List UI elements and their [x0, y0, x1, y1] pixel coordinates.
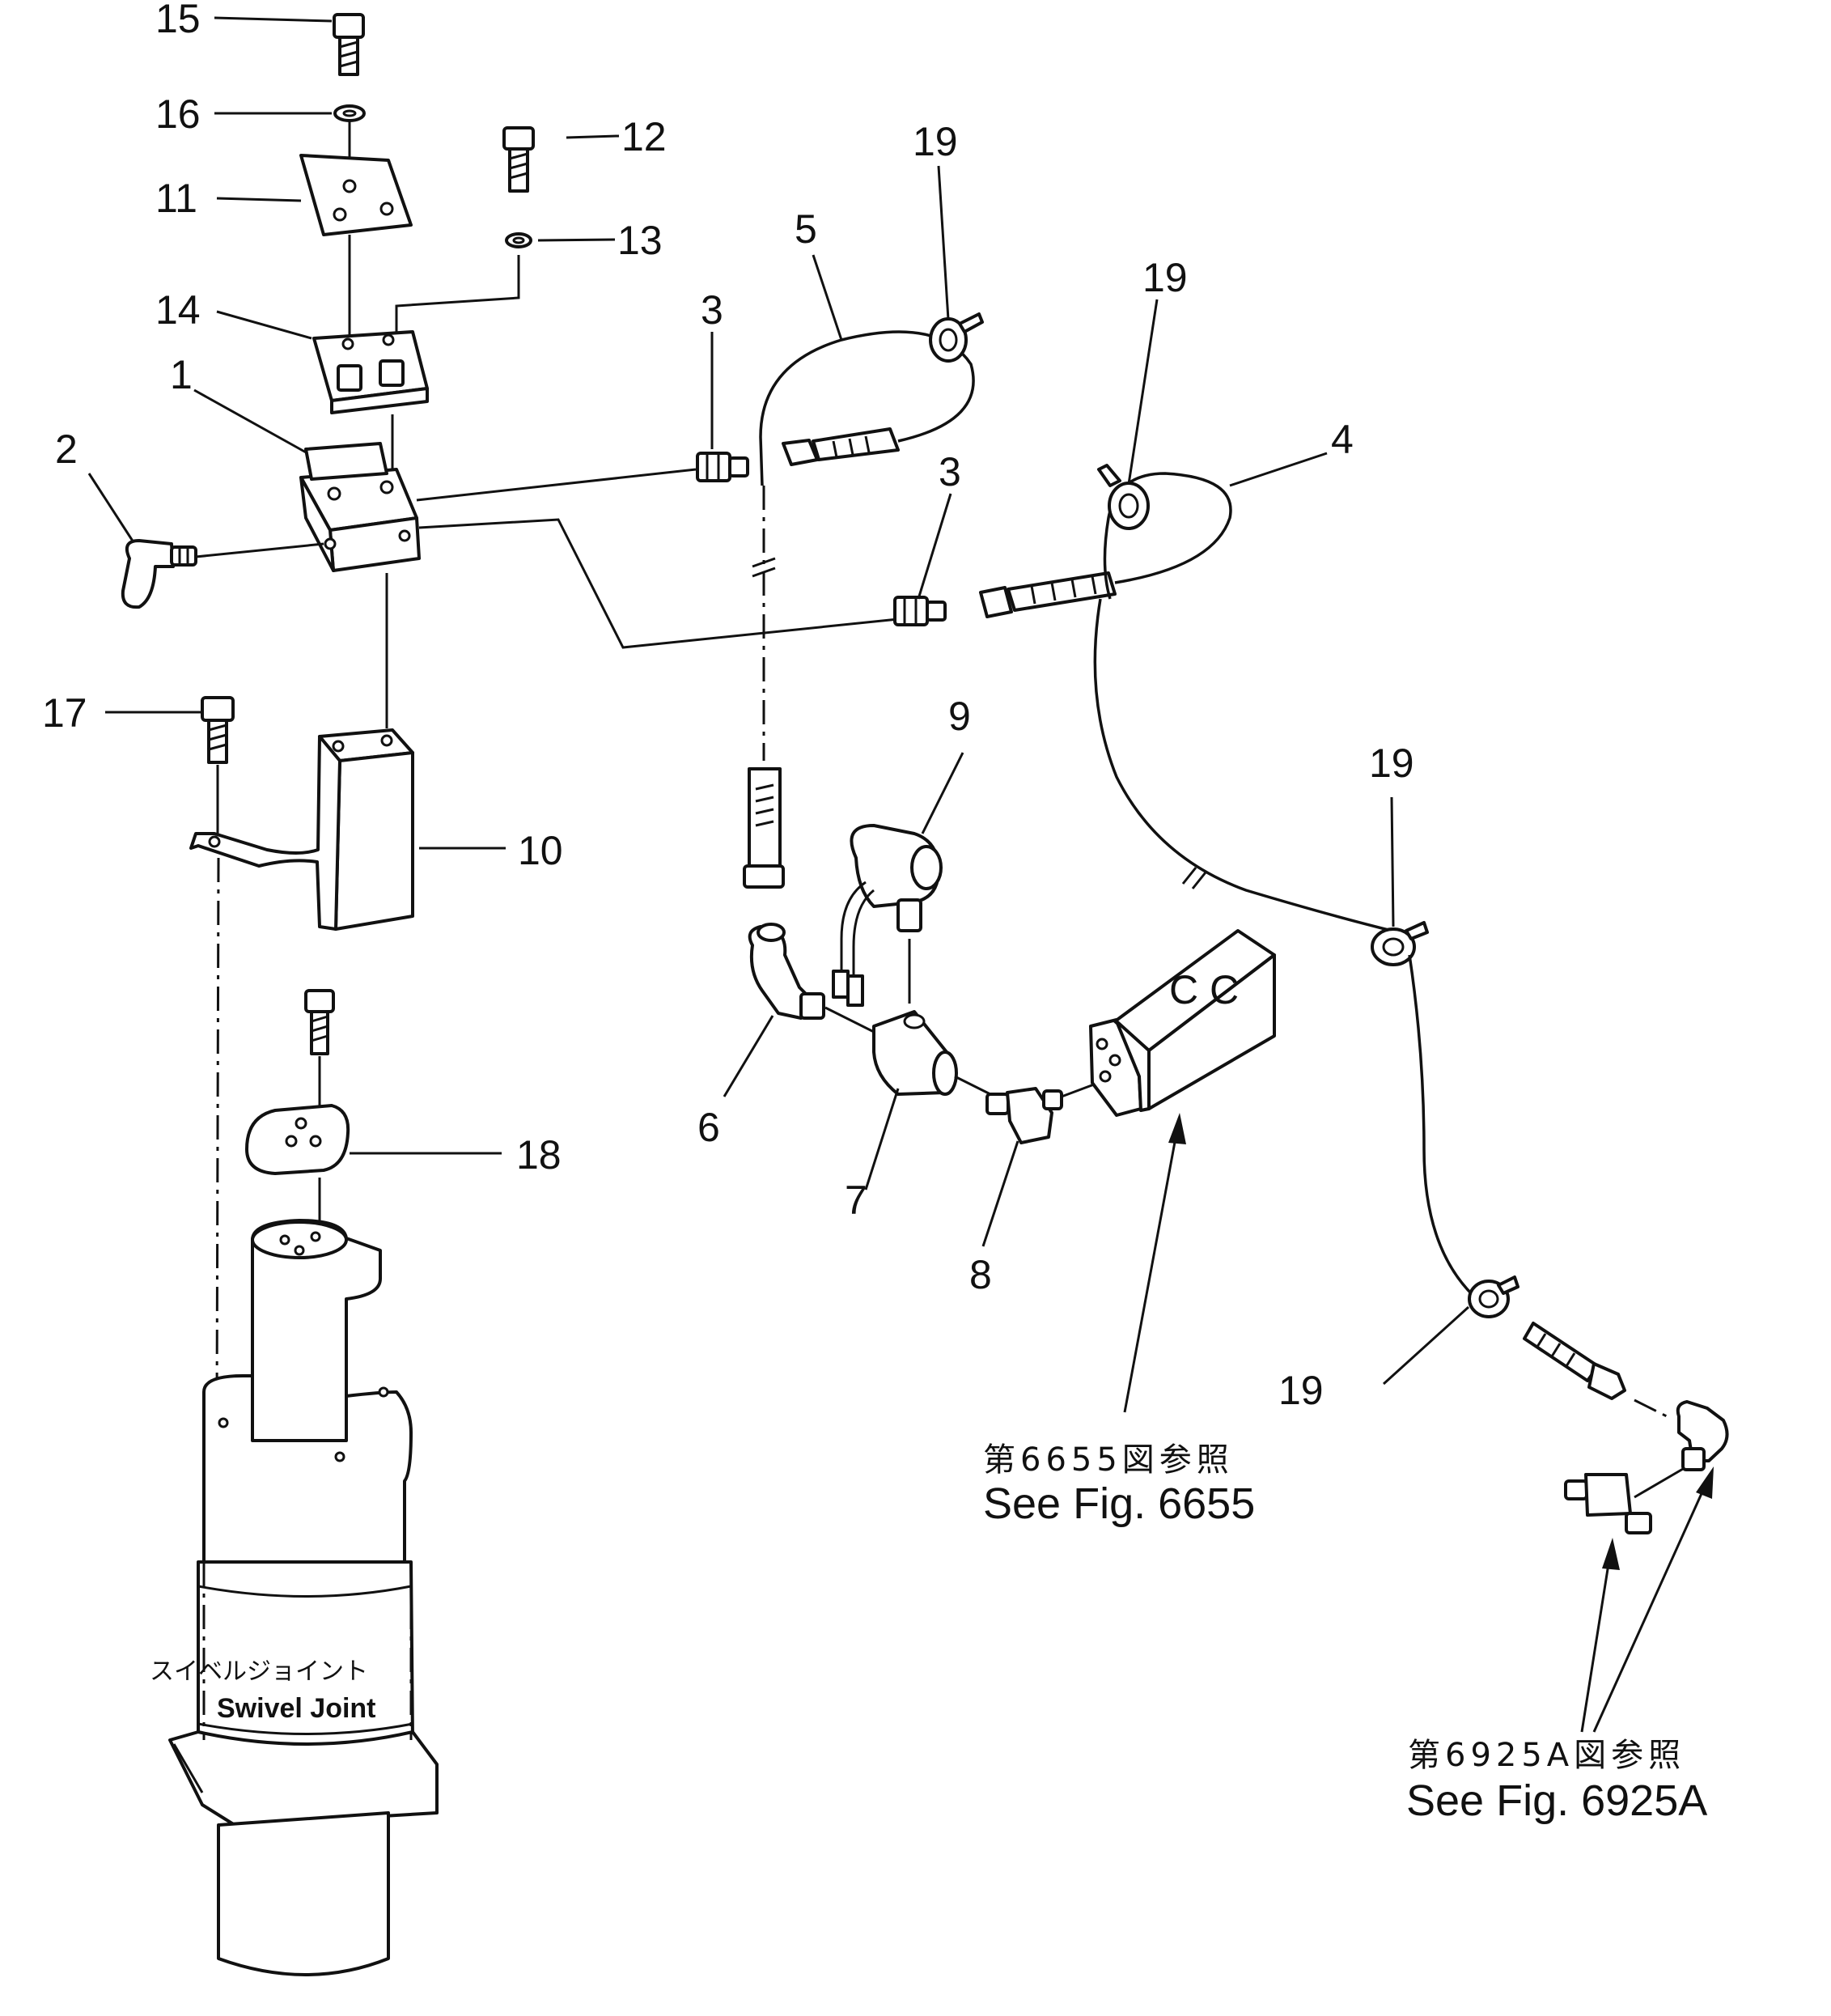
clamp-19d — [1468, 1275, 1519, 1318]
hose-lower — [1408, 954, 1474, 1297]
callout-19d: 19 — [1278, 1368, 1324, 1413]
callout-2: 2 — [55, 427, 78, 472]
callout-leaders — [87, 16, 1470, 1386]
bolt-plate-18 — [304, 989, 335, 1055]
clamp-19a — [929, 312, 984, 363]
switch-14 — [312, 330, 429, 414]
hose-long-break-mark — [1181, 867, 1207, 889]
hose-4 — [1103, 472, 1232, 600]
bolt-12-guide-line — [395, 255, 520, 332]
swivel-label-jp: スイベルジョイント — [150, 1657, 368, 1686]
callout-7: 7 — [845, 1178, 867, 1223]
hose-4-end — [979, 571, 1117, 618]
note-fig-6925a-en: See Fig. 6925A — [1406, 1776, 1707, 1825]
bolt-hose-5 — [743, 767, 785, 889]
tee-7 — [872, 1010, 958, 1096]
elbow-2 — [121, 539, 197, 609]
elbow-8-to-valve-line — [1061, 1083, 1095, 1098]
bracket-10 — [189, 728, 414, 931]
arrows-fig-6925a — [1580, 1466, 1714, 1733]
clamp-19c — [1371, 921, 1429, 966]
bracket-to-swivel-centerline — [215, 857, 220, 1409]
hose-long — [1093, 598, 1392, 932]
fitting-3a — [696, 452, 749, 482]
callout-1: 1 — [170, 352, 193, 397]
arrow-fig-6655 — [1123, 1113, 1186, 1413]
elbow-2-guide-line — [195, 542, 324, 558]
swivel-label-en: Swivel Joint — [217, 1693, 376, 1724]
hose-lower-guide-line — [1634, 1398, 1668, 1418]
note-fig-6925a-jp: 第6925A図参照 — [1408, 1737, 1685, 1774]
callout-11: 11 — [155, 176, 197, 221]
bolt-12 — [502, 126, 535, 193]
elbow-6 — [748, 923, 825, 1020]
callout-19b: 19 — [1142, 255, 1188, 300]
note-fig-6655-jp: 第6655図参照 — [983, 1441, 1234, 1479]
callout-16: 16 — [155, 91, 201, 137]
bolt-15 — [333, 13, 365, 76]
manifold-block-1 — [299, 442, 421, 572]
callout-19a: 19 — [913, 119, 958, 164]
callout-19c: 19 — [1369, 741, 1414, 786]
elbow-8 — [985, 1087, 1063, 1144]
bolt-17 — [201, 696, 235, 764]
tee-fitting-right — [1564, 1473, 1652, 1534]
callout-8: 8 — [969, 1252, 992, 1297]
washer-16 — [333, 104, 366, 122]
hose-5 — [759, 330, 975, 486]
callout-3a: 3 — [701, 287, 723, 333]
callout-15: 15 — [155, 0, 201, 41]
hose-5-end — [782, 427, 900, 466]
callout-9: 9 — [948, 694, 971, 739]
callout-10: 10 — [518, 828, 563, 873]
tee-to-elbow-line — [1634, 1467, 1684, 1499]
block-1-to-fitting-3b-line — [418, 518, 899, 649]
plate-18 — [245, 1104, 350, 1175]
callout-17: 17 — [42, 690, 87, 736]
clamp-19b — [1097, 464, 1150, 530]
callout-3b: 3 — [939, 449, 961, 494]
elbow-fitting-right — [1676, 1400, 1729, 1471]
elbow-6-to-tee-7-line — [824, 1006, 875, 1033]
callout-12: 12 — [621, 114, 667, 159]
sensor-9 — [832, 824, 943, 1007]
swivel-joint — [168, 1219, 439, 1976]
plate-11 — [299, 154, 413, 236]
callout-18: 18 — [516, 1132, 562, 1178]
washer-13 — [505, 232, 532, 248]
callout-14: 14 — [155, 287, 201, 333]
fitting-3b — [893, 596, 947, 626]
callout-13: 13 — [617, 218, 663, 263]
hose-5-break-mark — [752, 557, 776, 578]
note-fig-6655-en: See Fig. 6655 — [983, 1479, 1255, 1528]
hose-lower-end — [1523, 1322, 1626, 1400]
valve-marking: C C — [1169, 967, 1239, 1012]
callout-6: 6 — [697, 1105, 720, 1150]
valve-block: C C — [1089, 929, 1276, 1117]
callout-4: 4 — [1331, 417, 1354, 462]
block-1-to-fitting-3a-line — [416, 468, 697, 502]
callout-5: 5 — [795, 206, 817, 252]
